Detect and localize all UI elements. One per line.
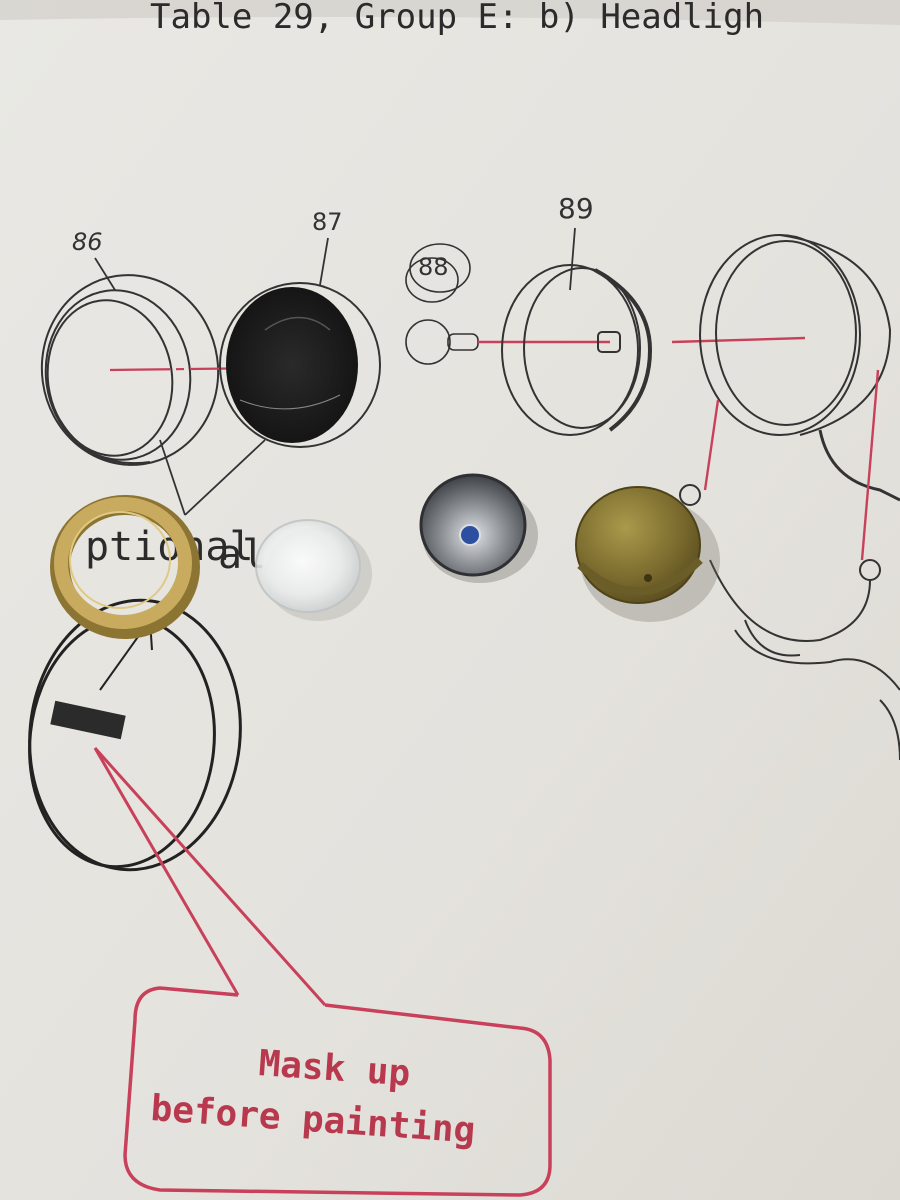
callout-88: 88 <box>418 253 449 281</box>
leader-optional-b <box>184 439 266 516</box>
leader-89 <box>569 227 576 291</box>
drawing-part-87-lens <box>219 282 381 448</box>
red-line-bracket-right <box>860 369 880 561</box>
stamp-pointer-lines <box>93 746 327 1007</box>
paper-fold-shadow <box>0 0 900 25</box>
stamp-speech-bubble <box>123 986 552 1197</box>
header-typed-text: Table 29, Group E: b) Headligh <box>150 0 764 37</box>
leader-87 <box>319 237 329 286</box>
red-line-bracket-left <box>703 399 720 491</box>
leader-optional-a <box>159 439 186 516</box>
leader-86 <box>94 257 116 291</box>
physical-clear-lens <box>255 519 372 621</box>
masking-tape-patch <box>50 700 126 740</box>
callout-87: 87 <box>312 208 343 236</box>
physical-brass-ring <box>50 495 200 639</box>
drawing-headlight-body <box>679 234 900 761</box>
callout-89: 89 <box>558 192 594 225</box>
physical-olive-shell <box>575 486 720 622</box>
drawing-part-86-bezel <box>40 274 220 466</box>
physical-chrome-reflector <box>419 473 538 583</box>
centerline-89 <box>671 336 806 344</box>
callout-86: 86 <box>72 228 103 256</box>
drawing-part-89-reflector <box>501 264 653 436</box>
